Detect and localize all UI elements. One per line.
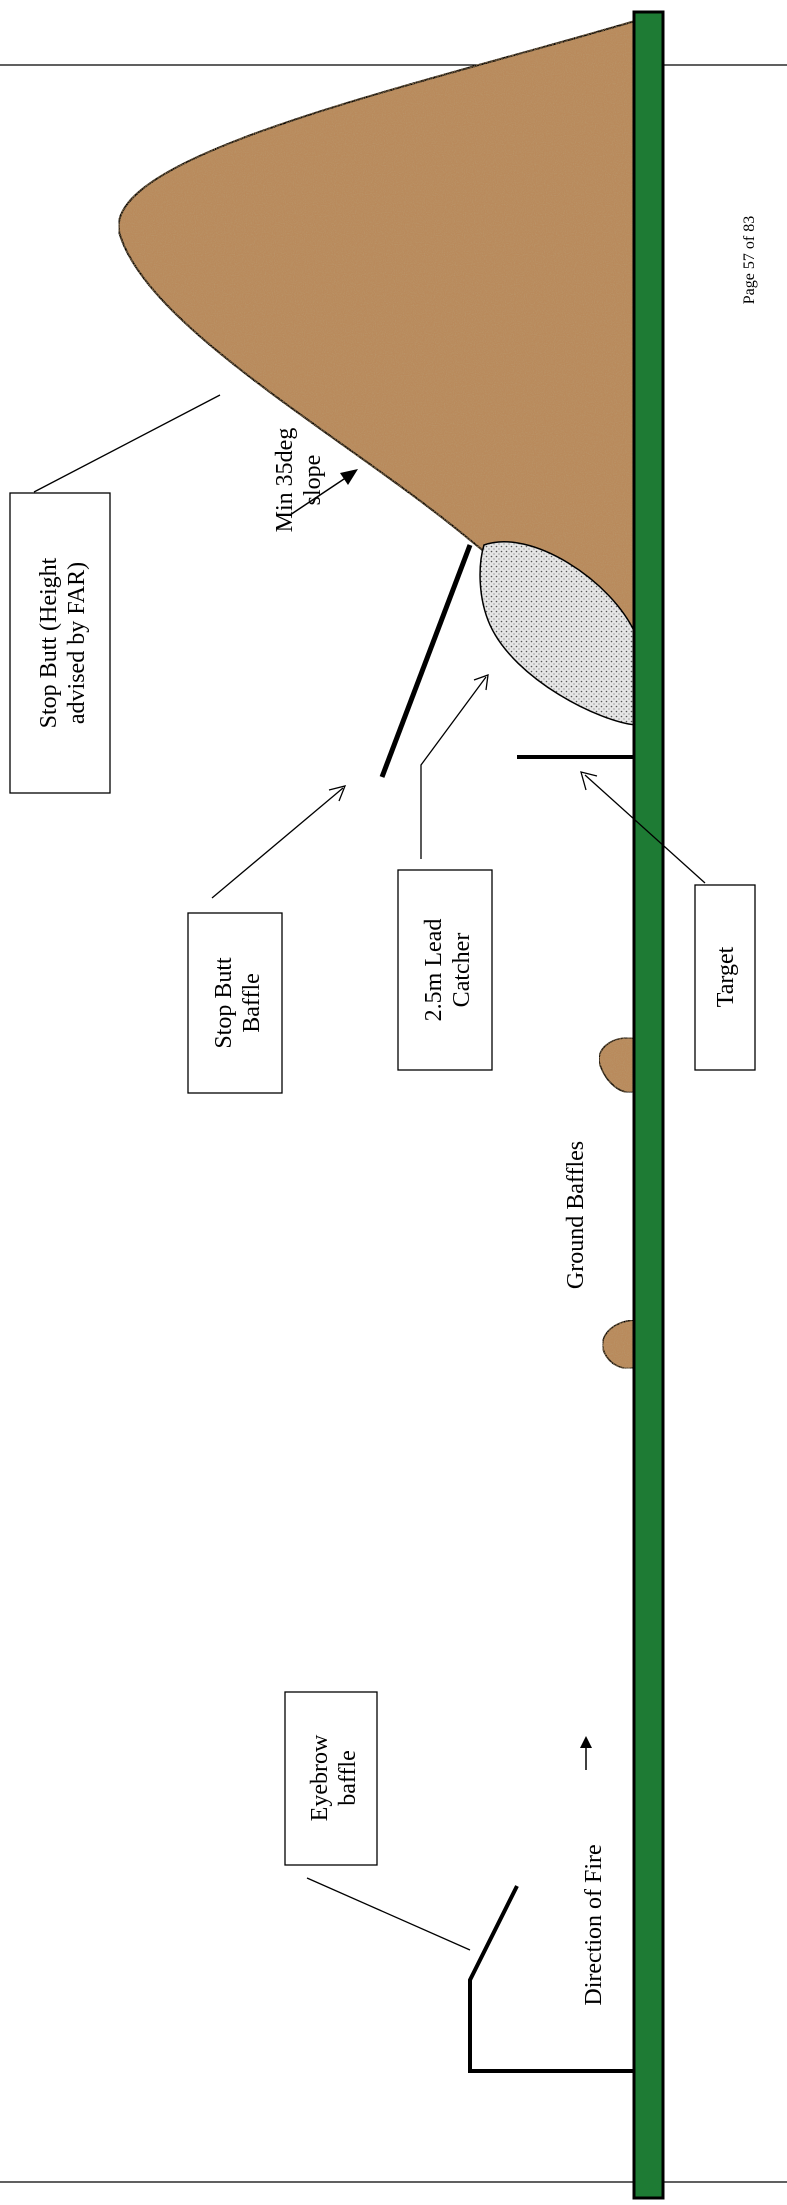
- eyebrow-leader: [306, 1877, 471, 1951]
- stop-butt-baffle-label-line-1: Stop Butt: [211, 957, 237, 1049]
- ground-baffles-label: Ground Baffles: [563, 1141, 589, 1289]
- slope-arrowhead: [340, 469, 358, 485]
- target-arrow-shaft: [584, 774, 706, 884]
- baffle-arrowhead: [328, 785, 347, 802]
- ground-baffle-2: [601, 1319, 635, 1370]
- stop-butt-leader: [33, 394, 221, 493]
- stop-butt-label-line-2: advised by FAR): [64, 562, 90, 724]
- stop-butt-label-box: [9, 492, 111, 794]
- ground-strip: [632, 10, 665, 2200]
- direction-of-fire-label: Direction of Fire: [581, 1844, 607, 2005]
- stop-butt-baffle: [379, 544, 473, 778]
- lead-catcher-arrowhead: [473, 674, 489, 691]
- eyebrow-label-line-2: baffle: [335, 1750, 361, 1806]
- ground-baffle-1: [598, 1037, 635, 1094]
- target-label: Target: [713, 946, 739, 1007]
- lead-catcher-label-line-2: Catcher: [449, 933, 475, 1008]
- lead-catcher-leader: [420, 676, 487, 859]
- target-arrowhead: [580, 771, 598, 791]
- lead-catcher: [479, 540, 637, 726]
- baffle-arrow-shaft: [211, 787, 344, 899]
- stop-butt-baffle-label-line-2: Baffle: [239, 973, 265, 1033]
- stop-butt-mound: [117, 17, 646, 642]
- eyebrow-label-line-1: Eyebrow: [307, 1734, 333, 1821]
- min-slope-label-line-2: slope: [300, 455, 326, 506]
- page-number: Page 57 of 83: [741, 216, 758, 304]
- fire-arrowhead: [580, 1736, 592, 1748]
- target-label-box: [694, 884, 756, 1071]
- stop-butt-label-line-1: Stop Butt (Height: [36, 557, 62, 728]
- stop-butt-baffle-label-box: [187, 912, 283, 1094]
- min-slope-label-line-1: Min 35deg: [272, 428, 298, 533]
- lead-catcher-label-line-1: 2.5m Lead: [421, 919, 447, 1022]
- lead-catcher-label-box: [397, 869, 493, 1071]
- eyebrow-label-box: [284, 1691, 378, 1866]
- eyebrow-baffle: [468, 1885, 634, 2073]
- slope-arrow-shaft: [289, 474, 351, 516]
